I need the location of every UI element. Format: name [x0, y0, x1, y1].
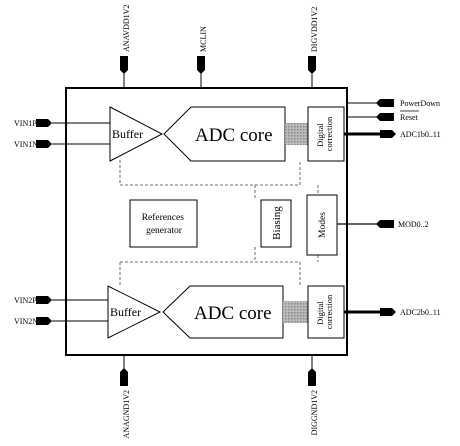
- pin-powerdown-label: PowerDown: [400, 99, 440, 108]
- pin-adc2b: ADC2b0..11: [344, 308, 441, 317]
- buffer-1: [109, 106, 164, 162]
- adc-core-2-label: ADC core: [194, 303, 272, 324]
- pin-anagnd1v2: ANAGND1V2: [120, 355, 131, 438]
- hatched-interface-1: [285, 123, 308, 145]
- pin-digvdd1v2-label: DIGVDD1V2: [310, 7, 319, 52]
- pin-vin1p-label: VIN1P: [14, 119, 37, 128]
- modes-label: Modes: [318, 212, 328, 238]
- biasing-block: [260, 199, 292, 248]
- pin-vin1n: VIN1N: [14, 140, 110, 149]
- pin-vin1p: VIN1P: [14, 119, 110, 128]
- pin-mod: MOD0..2: [337, 220, 429, 229]
- pin-anavdd1v2-label: ANAVDD1V2: [122, 5, 131, 52]
- buffer-2-label: Buffer: [110, 305, 141, 319]
- adc-core-1-label: ADC core: [195, 125, 273, 146]
- references-generator: [129, 199, 198, 248]
- pin-anagnd1v2-label: ANAGND1V2: [122, 390, 131, 438]
- pin-diggnd1v2-label: DIGGND1V2: [310, 390, 319, 435]
- pin-vin2p-label: VIN2P: [14, 296, 37, 305]
- digital-correction-2-label: Digital correction: [315, 294, 334, 329]
- modes-block: [306, 194, 338, 256]
- pin-reset-label: Reset: [400, 113, 419, 122]
- pin-powerdown: PowerDown: [347, 99, 440, 108]
- references-generator-label: References generator: [142, 212, 187, 236]
- buffer-1-label: Buffer: [112, 127, 143, 141]
- pin-vin2n: VIN2N: [14, 317, 108, 326]
- buffer-2: [107, 285, 162, 339]
- pin-adc1b: ADC1b0..11: [344, 130, 441, 139]
- pin-vin2n-label: VIN2N: [14, 317, 38, 326]
- dashed-connections: [119, 160, 319, 286]
- adc-core-1: [163, 106, 286, 162]
- pin-digvdd1v2: DIGVDD1V2: [308, 7, 319, 88]
- pin-mclin: MCLIN: [197, 26, 208, 88]
- digital-correction-1-label: Digital correction: [315, 116, 334, 151]
- hatched-interface-2: [283, 301, 308, 323]
- biasing-label: Biasing: [271, 206, 283, 240]
- pin-diggnd1v2: DIGGND1V2: [308, 355, 319, 435]
- pin-reset: Reset: [347, 110, 419, 122]
- pin-vin1n-label: VIN1N: [14, 140, 38, 149]
- pin-anavdd1v2: ANAVDD1V2: [120, 5, 131, 88]
- pin-mod-label: MOD0..2: [398, 220, 429, 229]
- digital-correction-1: [307, 106, 345, 162]
- pin-adc2b-label: ADC2b0..11: [400, 308, 441, 317]
- pin-vin2p: VIN2P: [14, 296, 108, 305]
- adc-core-2: [162, 285, 284, 339]
- pin-mclin-label: MCLIN: [199, 26, 208, 52]
- pin-adc1b-label: ADC1b0..11: [400, 130, 441, 139]
